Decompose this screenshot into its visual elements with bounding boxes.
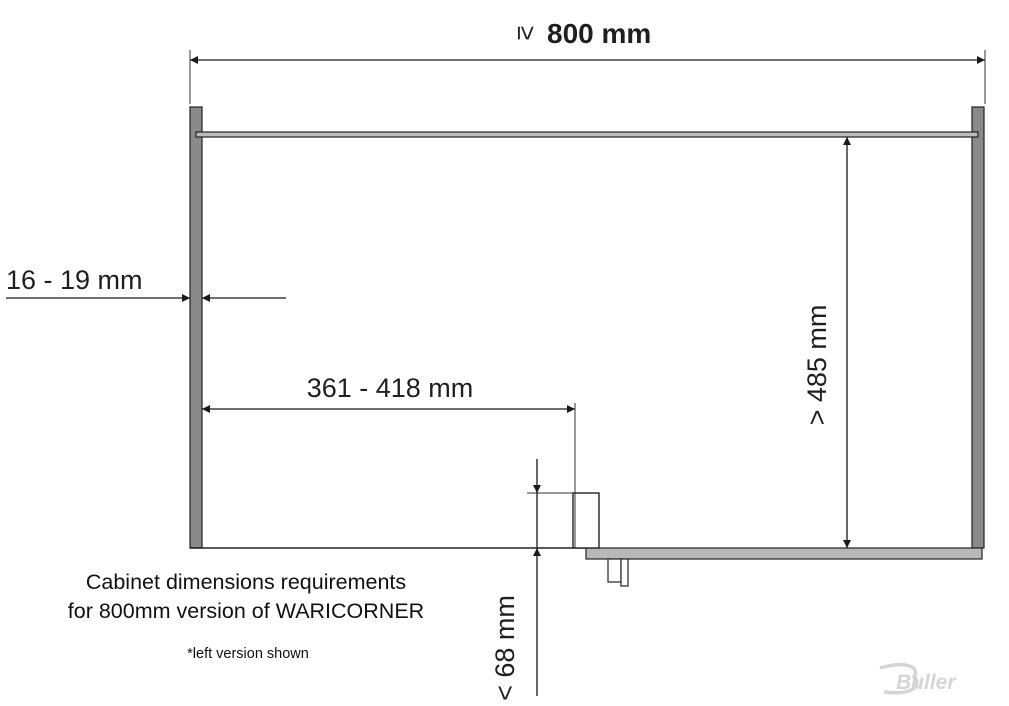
handle-bracket-right — [620, 558, 629, 587]
caption-note: *left version shown — [187, 646, 309, 662]
width-symbol: ≥ — [512, 26, 542, 40]
hinge-block — [572, 492, 600, 549]
width-label: 800 mm — [547, 18, 651, 49]
left-side-panel — [189, 106, 203, 549]
thickness-label: 16 - 19 mm — [6, 265, 143, 295]
gap-label: < 68 mm — [490, 595, 520, 701]
handle-bracket-left — [607, 558, 622, 583]
svg-text:Buller: Buller — [896, 671, 957, 694]
depth-label: > 485 mm — [802, 305, 832, 426]
offset-label: 361 - 418 mm — [307, 373, 474, 403]
door-panel — [585, 547, 983, 560]
caption-line-2: for 800mm version of WARICORNER — [67, 599, 425, 623]
buller-logo: Buller — [879, 663, 957, 695]
top-rail — [195, 131, 979, 138]
caption-line-1: Cabinet dimensions requirements — [85, 570, 407, 594]
right-side-panel — [971, 106, 985, 549]
caption: Cabinet dimensions requirements for 800m… — [20, 568, 472, 626]
